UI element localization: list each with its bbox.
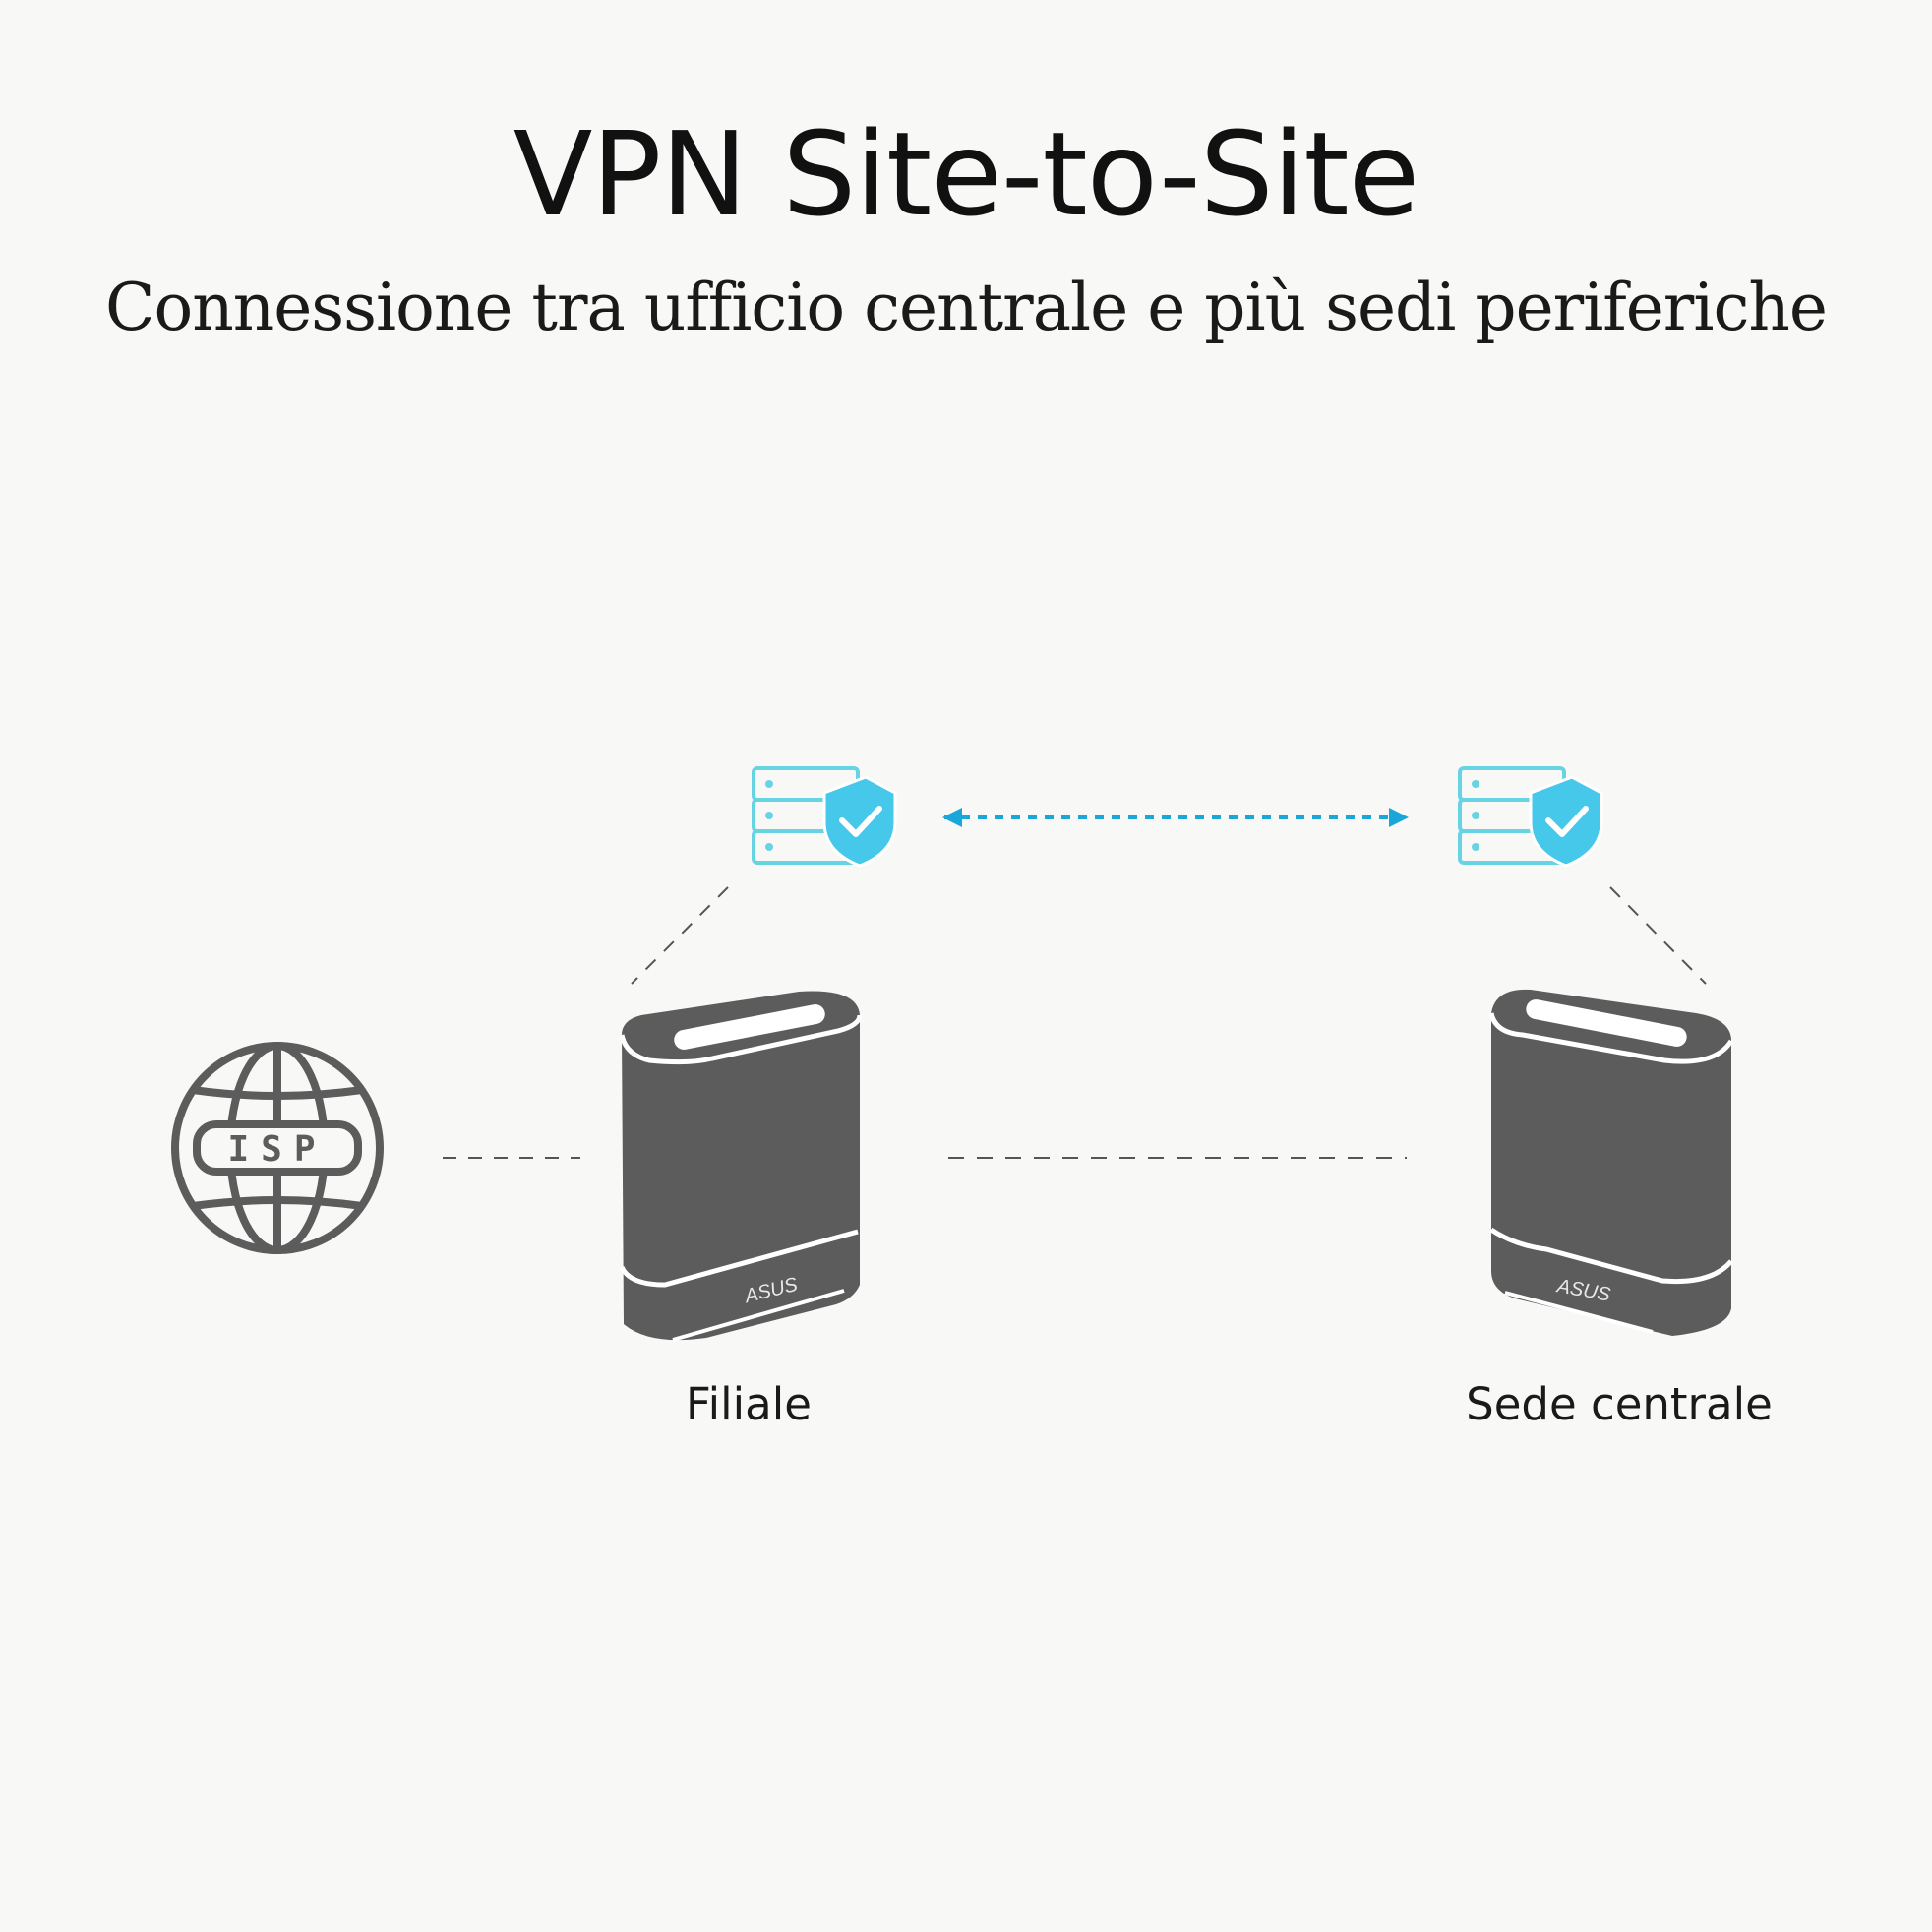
page-subtitle: Connessione tra ufficio centrale e più s… (105, 270, 1828, 345)
headquarters-label: Sede centrale (1466, 1378, 1773, 1430)
isp-label: ISP (227, 1129, 327, 1170)
branch-label: Filiale (686, 1378, 812, 1430)
page-title: VPN Site-to-Site (513, 106, 1420, 242)
hq-server-connector (1609, 886, 1707, 985)
router-icon (619, 991, 863, 1342)
globe-icon (171, 1042, 384, 1254)
secure-server-icon (1458, 766, 1603, 868)
router-icon (1488, 989, 1734, 1336)
branch-server-connector (631, 886, 729, 985)
secure-server-icon (752, 766, 897, 868)
